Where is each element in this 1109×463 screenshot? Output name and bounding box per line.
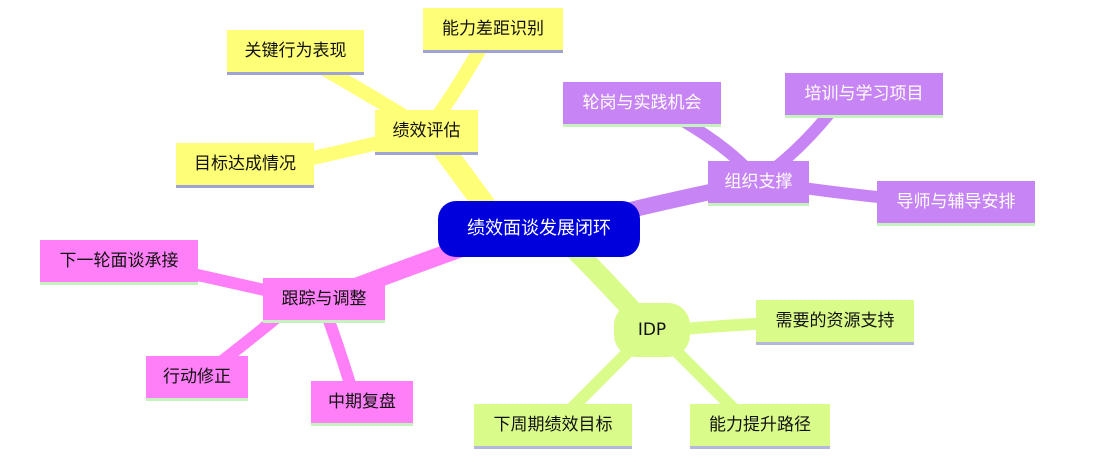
leaf-node-next-interview[interactable]: 下一轮面谈承接 [40, 240, 198, 282]
connector-yellow-2 [428, 33, 492, 127]
leaf-node-rotation[interactable]: 轮岗与实践机会 [563, 82, 721, 124]
leaf-node-midterm-review[interactable]: 中期复盘 [311, 381, 413, 423]
branch-node-tracking[interactable]: 跟踪与调整 [263, 278, 385, 320]
leaf-node-resources[interactable]: 需要的资源支持 [756, 300, 914, 342]
leaf-node-action-correction[interactable]: 行动修正 [146, 356, 248, 398]
leaf-node-mentoring[interactable]: 导师与辅导安排 [877, 181, 1035, 223]
leaf-node-capability-gap[interactable]: 能力差距识别 [423, 8, 563, 50]
branch-node-performance-evaluation[interactable]: 绩效评估 [375, 110, 478, 152]
branch-node-idp[interactable]: IDP [614, 303, 690, 357]
leaf-node-next-goals[interactable]: 下周期绩效目标 [474, 404, 632, 446]
root-node[interactable]: 绩效面谈发展闭环 [438, 201, 640, 257]
leaf-node-capability-path[interactable]: 能力提升路径 [690, 404, 830, 446]
leaf-node-key-behavior[interactable]: 关键行为表现 [227, 30, 364, 72]
leaf-node-goal-achievement[interactable]: 目标达成情况 [176, 143, 314, 185]
branch-node-org-support[interactable]: 组织支撑 [708, 161, 809, 203]
leaf-node-training[interactable]: 培训与学习项目 [785, 73, 943, 115]
